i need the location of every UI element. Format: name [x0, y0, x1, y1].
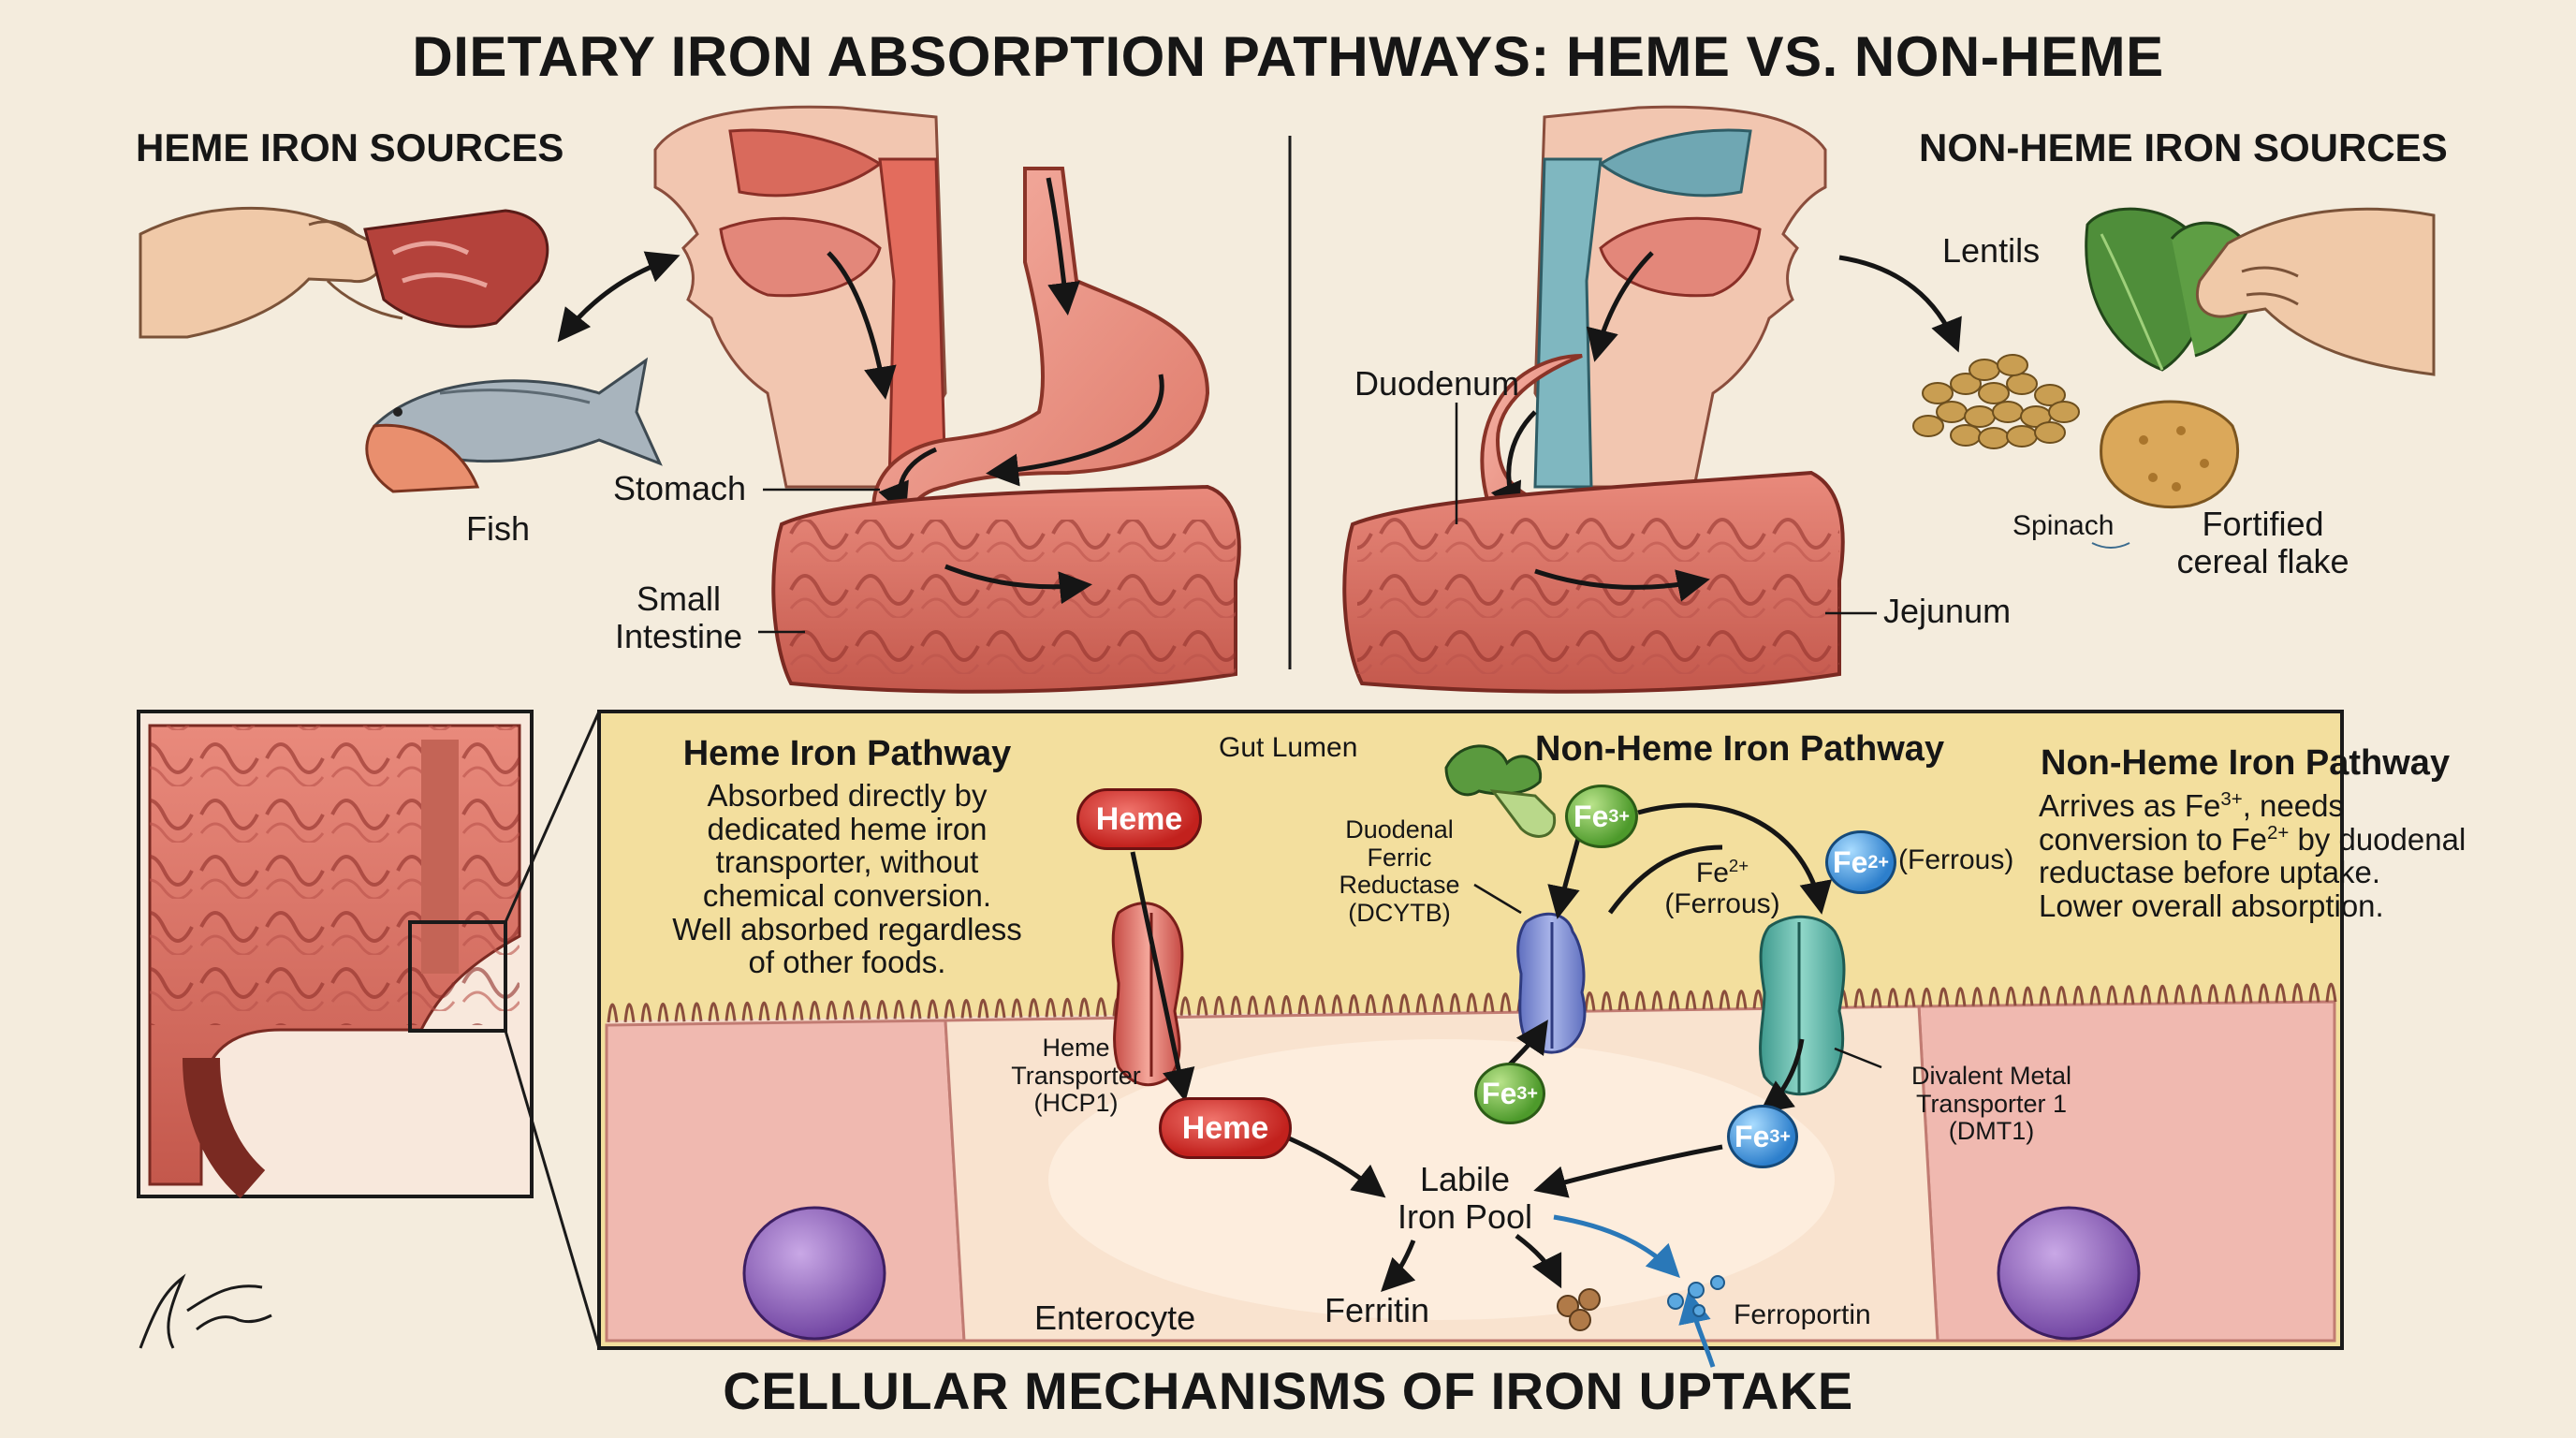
- ferroportin-iron-dots: [1667, 1275, 1725, 1317]
- dmt1-transporter: [1759, 915, 1846, 1096]
- heme-sources-heading: HEME IRON SOURCES: [136, 125, 564, 169]
- lentils-label: Lentils: [1942, 231, 2041, 270]
- stomach-heme: [871, 167, 1210, 545]
- dmt1-leader: [1834, 1047, 1882, 1069]
- intestine-zoom-box: [137, 710, 534, 1199]
- dmt1-line-1: Divalent Metal: [1910, 1062, 2072, 1090]
- jejunum-label: Jejunum: [1883, 592, 2012, 630]
- ferritin-granules: [1557, 1288, 1601, 1331]
- artist-signature: [139, 1273, 272, 1349]
- fortified-line2: cereal flake: [2176, 541, 2349, 580]
- dcytb-line-2: Ferric: [1367, 843, 1432, 872]
- hand-holding-spinach-illustration: [2195, 207, 2436, 376]
- heme-pathway-line-2: dedicated heme iron: [707, 811, 988, 846]
- hand-holding-meat-illustration: [139, 206, 549, 339]
- dcytb-line-3: Reductase: [1339, 871, 1460, 900]
- dmt1-line-3: (DMT1): [1948, 1117, 2035, 1146]
- heme-pathway-line-4: chemical conversion.: [702, 877, 992, 913]
- fe3-to-pool-arrow: [1533, 1144, 1723, 1198]
- fish-label: Fish: [466, 509, 531, 548]
- enterocyte-label: Enterocyte: [1034, 1299, 1196, 1337]
- heme-pathway-line-5: Well absorbed regardless: [672, 911, 1022, 946]
- dcytb-leader: [1473, 883, 1522, 915]
- spinach-label: Spinach: [2012, 510, 2115, 541]
- gut-lumen-label: Gut Lumen: [1219, 732, 1358, 763]
- mouth-to-lentils-arrow: [1838, 255, 1962, 353]
- dcytb-line-4: (DCYTB): [1348, 899, 1451, 928]
- heme-pathway-title: Heme Iron Pathway: [682, 734, 1012, 773]
- meat-to-mouth-arrow: [557, 251, 681, 343]
- nonheme-right-line1: Arrives as Fe3+, needs: [2039, 788, 2344, 823]
- nonheme-sources-heading: NON-HEME IRON SOURCES: [1919, 125, 2448, 169]
- bottom-title: CELLULAR MECHANISMS OF IRON UPTAKE: [723, 1361, 1853, 1420]
- head-cross-section-heme: [653, 105, 947, 489]
- stomach-label: Stomach: [613, 469, 747, 507]
- nonheme-right-description: Arrives as Fe3+, needs conversion to Fe2…: [2039, 788, 2466, 923]
- zoom-line-top: [504, 711, 601, 923]
- fortified-line1: Fortified: [2202, 505, 2324, 543]
- ferroportin-label: Ferroportin: [1734, 1299, 1871, 1330]
- fortified-cereal-label: Fortified cereal flake: [2153, 506, 2373, 580]
- nonheme-center-title: Non-Heme Iron Pathway: [1535, 729, 1945, 769]
- small-intestine-line1: Small: [636, 580, 722, 618]
- fish-illustration: [365, 357, 663, 493]
- dcytb-line-1: Duodenal: [1345, 815, 1454, 844]
- heme-pathway-line-6: of other foods.: [748, 945, 946, 980]
- main-title: DIETARY IRON ABSORPTION PATHWAYS: HEME V…: [412, 25, 2164, 88]
- small-intestine-label: Small Intestine: [599, 580, 758, 654]
- heme-transporter-line-3: (HCP1): [1033, 1089, 1119, 1118]
- fe2-ferrous-label-top: Fe2+ (Ferrous): [1664, 856, 1780, 919]
- nonheme-right-line2: conversion to Fe2+ by duodenal: [2039, 821, 2466, 857]
- dcytb-reductase: [1516, 912, 1587, 1054]
- zoom-line-bottom: [504, 1030, 601, 1349]
- heme-pathway-line-1: Absorbed directly by: [707, 778, 988, 813]
- pool-to-ferritin-arrow: [1381, 1240, 1416, 1292]
- heme-transporter-line-2: Transporter: [1011, 1061, 1141, 1090]
- pool-to-ferroportin-arrow: [1553, 1214, 1680, 1278]
- heme-through-transporter-arrow: [1130, 851, 1195, 1102]
- heme-pathway-line-3: transporter, without: [715, 844, 979, 880]
- labile-iron-pool-label: Labile Iron Pool: [1397, 1160, 1533, 1236]
- duodenum-label: Duodenum: [1354, 364, 1520, 403]
- small-intestine-line2: Intestine: [614, 616, 743, 655]
- spinach-underline: [2091, 542, 2130, 549]
- dcytb-to-fe2-arrow: [1607, 844, 1723, 915]
- dmt1-line-2: Transporter 1: [1915, 1089, 2068, 1118]
- vegetable-sprig-icon: [1444, 744, 1557, 838]
- heme-transporter-line-1: Heme: [1042, 1034, 1110, 1062]
- ferroportin-export-arrow: [1678, 1290, 1716, 1368]
- heme-to-pool-arrow: [1285, 1135, 1386, 1198]
- ferritin-label: Ferritin: [1325, 1291, 1430, 1329]
- fe3-to-fe2-arrow: [1637, 802, 1833, 915]
- heme-bubble-cell: Heme: [1159, 1097, 1292, 1159]
- small-intestine-nonheme: [1342, 470, 1845, 694]
- small-intestine-heme: [771, 484, 1241, 694]
- cereal-flake-illustration: [2100, 400, 2240, 509]
- pool-to-granules-arrow: [1515, 1234, 1562, 1289]
- heme-bubble-lumen: Heme: [1076, 788, 1202, 850]
- lentils-illustration: [1912, 354, 2080, 449]
- nonheme-right-title: Non-Heme Iron Pathway: [2041, 743, 2451, 783]
- nonheme-right-line3: reductase before uptake.: [2039, 855, 2381, 890]
- nonheme-right-line4: Lower overall absorption.: [2039, 888, 2384, 923]
- fe2-ferrous-label: (Ferrous): [1898, 844, 2014, 875]
- head-cross-section-nonheme: [1533, 105, 1827, 489]
